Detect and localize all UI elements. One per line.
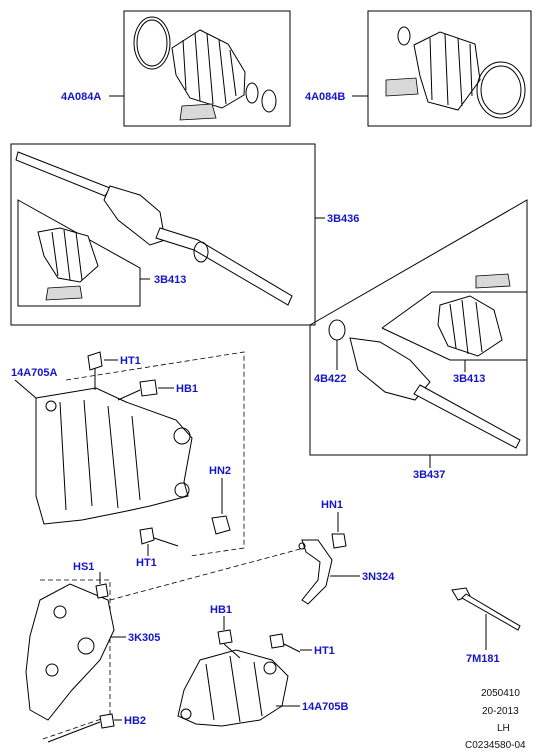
bracket-3k305-group: HS1 3K305 HB2 xyxy=(25,561,160,743)
bolt-ht1-upper xyxy=(87,351,103,371)
label-4a084b: 4A084B xyxy=(305,91,345,103)
label-4a084a: 4A084A xyxy=(61,91,101,103)
info-line-3: LH xyxy=(497,723,510,734)
label-3b436: 3B436 xyxy=(327,213,359,225)
shaft-bar-lh xyxy=(413,384,521,449)
grease-sachet-rh xyxy=(45,285,83,301)
label-hb1-lower: HB1 xyxy=(210,604,232,616)
bracket-lower-group: HB1 HT1 14A705B xyxy=(177,604,349,727)
outer-joint-rh-boot xyxy=(37,227,99,283)
tool-7m181-shaft xyxy=(461,593,521,631)
shaft-bar-rh xyxy=(155,227,293,306)
halfshaft-rh-frame xyxy=(10,143,316,326)
clamp-connect-line xyxy=(109,547,305,601)
bolt-hs1 xyxy=(95,583,109,599)
halfshaft-lh-frame xyxy=(309,199,528,456)
outer-joint-lh-frame xyxy=(381,291,528,361)
label-hb2: HB2 xyxy=(124,715,146,727)
boot-kit-inner-box xyxy=(123,10,291,127)
label-hs1: HS1 xyxy=(73,561,94,573)
label-3b413-lh: 3B413 xyxy=(453,373,485,385)
label-4b422: 4B422 xyxy=(314,373,346,385)
label-3b413-rh: 3B413 xyxy=(154,274,186,286)
info-line-2: 20-2013 xyxy=(482,706,519,717)
label-7m181: 7M181 xyxy=(466,653,500,665)
nut-hn1 xyxy=(331,533,347,549)
boot-kit-outer-box xyxy=(367,10,532,127)
halfshaft-rh-group: 3B436 xyxy=(10,143,359,326)
halfshaft-lh-group: 4B422 3B413 3B437 xyxy=(309,199,528,481)
label-3n324: 3N324 xyxy=(362,571,395,583)
inner-joint-rh xyxy=(103,185,166,246)
large-clamp-outer xyxy=(476,61,526,119)
bolt-ht1-lower xyxy=(139,527,155,545)
label-ht1-lower: HT1 xyxy=(136,557,157,569)
bracket-upper xyxy=(35,387,193,525)
label-14a705b: 14A705B xyxy=(302,701,349,713)
boot-ring xyxy=(261,89,277,113)
bracket-upper-outline xyxy=(65,351,245,557)
boot-clamp-large xyxy=(133,16,171,70)
damper-rh xyxy=(193,241,209,263)
label-3b437: 3B437 xyxy=(413,469,445,481)
boot-kit-inner-group: 4A084A xyxy=(61,10,291,127)
info-block: 2050410 20-2013 LH C0234580-04 xyxy=(465,688,526,751)
outer-joint-lh-boot xyxy=(437,295,503,357)
clamp-3n324 xyxy=(301,539,333,605)
bolt-hb1-lower xyxy=(217,629,233,645)
clamp-group: HN1 3N324 xyxy=(109,499,395,605)
grease-sachet-outer xyxy=(385,77,419,97)
boot-kit-outer-group: 4A084B xyxy=(305,10,532,127)
boot-clamp-small xyxy=(245,82,259,104)
label-hb1-upper: HB1 xyxy=(176,383,198,395)
shaft-stub-rh xyxy=(15,151,111,197)
label-3k305: 3K305 xyxy=(128,632,160,644)
bolt-hb1-upper xyxy=(139,379,158,397)
info-line-1: 2050410 xyxy=(481,688,520,699)
outer-joint-rh-group: 3B413 xyxy=(17,199,186,307)
bolt-ht1-right xyxy=(269,633,285,649)
nut-hn2 xyxy=(211,515,231,535)
bracket-lower xyxy=(177,649,289,727)
label-ht1-upper: HT1 xyxy=(120,355,141,367)
grease-sachet xyxy=(179,103,217,121)
label-hn2: HN2 xyxy=(209,465,231,477)
bracket-3k305 xyxy=(25,583,115,721)
bracket-3k305-outline xyxy=(39,579,111,741)
small-clamp-outer xyxy=(397,26,411,46)
boot-inner xyxy=(171,29,246,109)
circlip-4b422 xyxy=(328,319,346,341)
tool-group: 7M181 xyxy=(451,587,521,665)
outer-joint-rh-frame xyxy=(17,199,141,307)
info-line-4: C0234580-04 xyxy=(465,740,526,751)
bracket-upper-hole xyxy=(173,427,191,445)
label-hn1: HN1 xyxy=(321,499,343,511)
bracket-upper-group: 14A705A HT1 HB1 HN2 HT1 xyxy=(11,351,245,569)
grease-sachet-lh xyxy=(475,273,511,289)
label-14a705a: 14A705A xyxy=(11,367,58,379)
label-ht1-right: HT1 xyxy=(314,645,335,657)
bolt-hb2 xyxy=(99,713,115,729)
